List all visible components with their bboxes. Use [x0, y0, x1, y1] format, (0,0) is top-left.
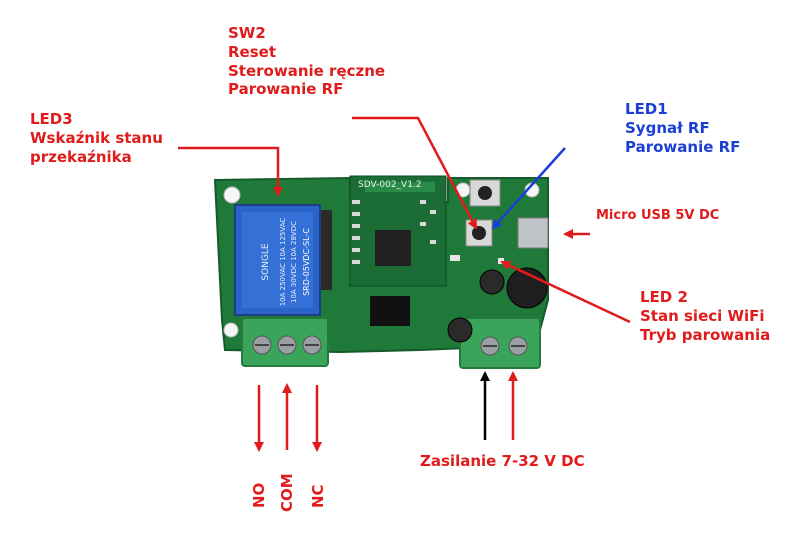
- led3-line-1: LED3: [30, 110, 73, 128]
- terminal-nc-label: NC: [309, 484, 327, 508]
- led1-line-2: Sygnał RF: [625, 118, 710, 137]
- led3-arrow: [178, 146, 283, 197]
- led2-line-3: Tryb parowania: [640, 325, 771, 344]
- led2-line-2: Stan sieci WiFi: [640, 306, 765, 325]
- led1-arrow: [491, 147, 566, 230]
- sw2-arrow: [352, 116, 478, 230]
- sw2-label: SW2 Reset Sterowanie ręczne Parowanie RF: [228, 24, 385, 99]
- led2-line-1: LED 2: [640, 288, 688, 306]
- led1-line-1: LED1: [625, 100, 668, 118]
- sw2-line-2: Reset: [228, 42, 276, 61]
- usb-label: Micro USB 5V DC: [596, 208, 720, 223]
- led1-line-3: Parowanie RF: [625, 137, 741, 156]
- power-label: Zasilanie 7-32 V DC: [420, 452, 585, 470]
- svg-text:10A 30VDC 10A 28VDC: 10A 30VDC 10A 28VDC: [290, 221, 298, 303]
- terminal-no-label: NO: [250, 482, 268, 508]
- arrows: [178, 116, 631, 452]
- led2-arrow: [500, 260, 631, 324]
- wifi-module: [320, 175, 447, 326]
- sw2-line-4: Parowanie RF: [228, 80, 344, 99]
- module-silkscreen: SDV-002_V1.2: [358, 180, 422, 190]
- svg-text:10A 250VAC 10A 125VAC: 10A 250VAC 10A 125VAC: [279, 218, 287, 307]
- terminal-com-label: COM: [278, 473, 296, 512]
- led2-label: LED 2 Stan sieci WiFi Tryb parowania: [640, 288, 770, 344]
- sw2-line-1: SW2: [228, 24, 266, 42]
- led3-line-3: przekaźnika: [30, 147, 132, 166]
- svg-text:SRD-05VDC-SL-C: SRD-05VDC-SL-C: [302, 228, 311, 296]
- power-terminal-block: [459, 317, 541, 369]
- led1-label: LED1 Sygnał RF Parowanie RF: [625, 100, 740, 156]
- relay: SONGLE 10A 250VAC 10A 125VAC 10A 30VDC 1…: [234, 204, 321, 316]
- sw2-line-3: Sterowanie ręczne: [228, 61, 386, 80]
- led3-label: LED3 Wskaźnik stanu przekaźnika: [30, 110, 163, 166]
- svg-text:SONGLE: SONGLE: [261, 243, 271, 281]
- led3-line-2: Wskaźnik stanu: [30, 128, 163, 147]
- relay-terminal-block: [241, 317, 329, 367]
